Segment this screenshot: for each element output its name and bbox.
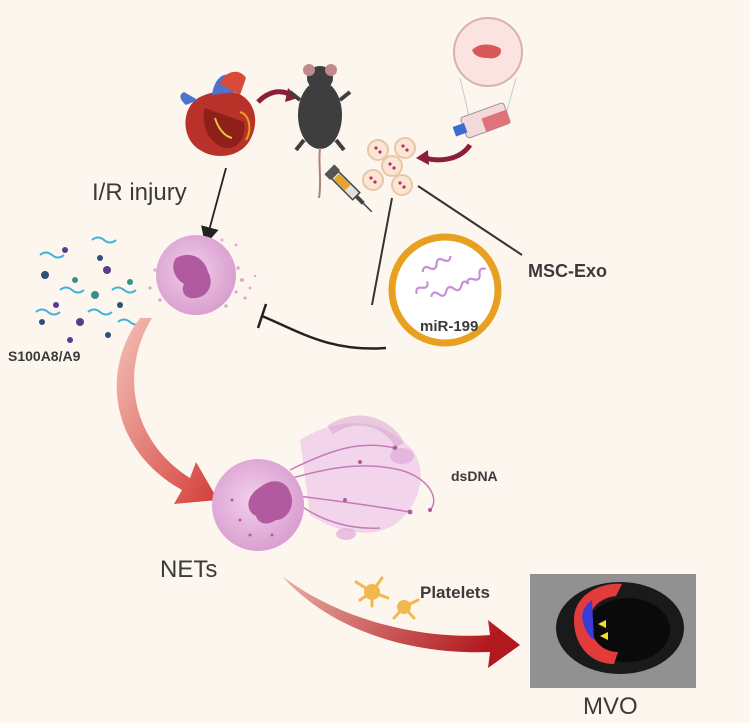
s100-label: S100A8/A9 [8, 348, 81, 364]
culture-flask-icon [452, 102, 511, 139]
mvo-label: MVO [583, 693, 638, 720]
heart-icon [180, 71, 256, 156]
petri-dish-icon [453, 17, 523, 121]
s100-molecules [35, 236, 143, 343]
neutrophil-to-nets-arrow [116, 318, 218, 504]
mvo-image [530, 574, 696, 688]
net-strands [284, 415, 435, 540]
dsdna-label: dsDNA [451, 468, 498, 484]
flask-to-exosomes-arrow [424, 143, 473, 163]
exosome-cluster [362, 137, 416, 196]
neutrophil-cell [148, 235, 257, 315]
inhibition-line [261, 314, 387, 350]
mouse-icon [288, 64, 352, 199]
mir199-exosome [388, 233, 502, 347]
ir-to-neutrophil-arrow [201, 167, 227, 245]
nets-label: NETs [160, 556, 218, 583]
platelets-label: Platelets [420, 583, 490, 602]
ir-injury-label: I/R injury [92, 179, 187, 206]
platelet-icon [354, 576, 420, 620]
netosis-cell [212, 459, 304, 551]
syringe-icon [324, 164, 373, 213]
msc-exo-label: MSC-Exo [528, 261, 608, 281]
mir199-label: miR-199 [420, 318, 479, 335]
nets-to-mvo-arrow [282, 576, 520, 668]
